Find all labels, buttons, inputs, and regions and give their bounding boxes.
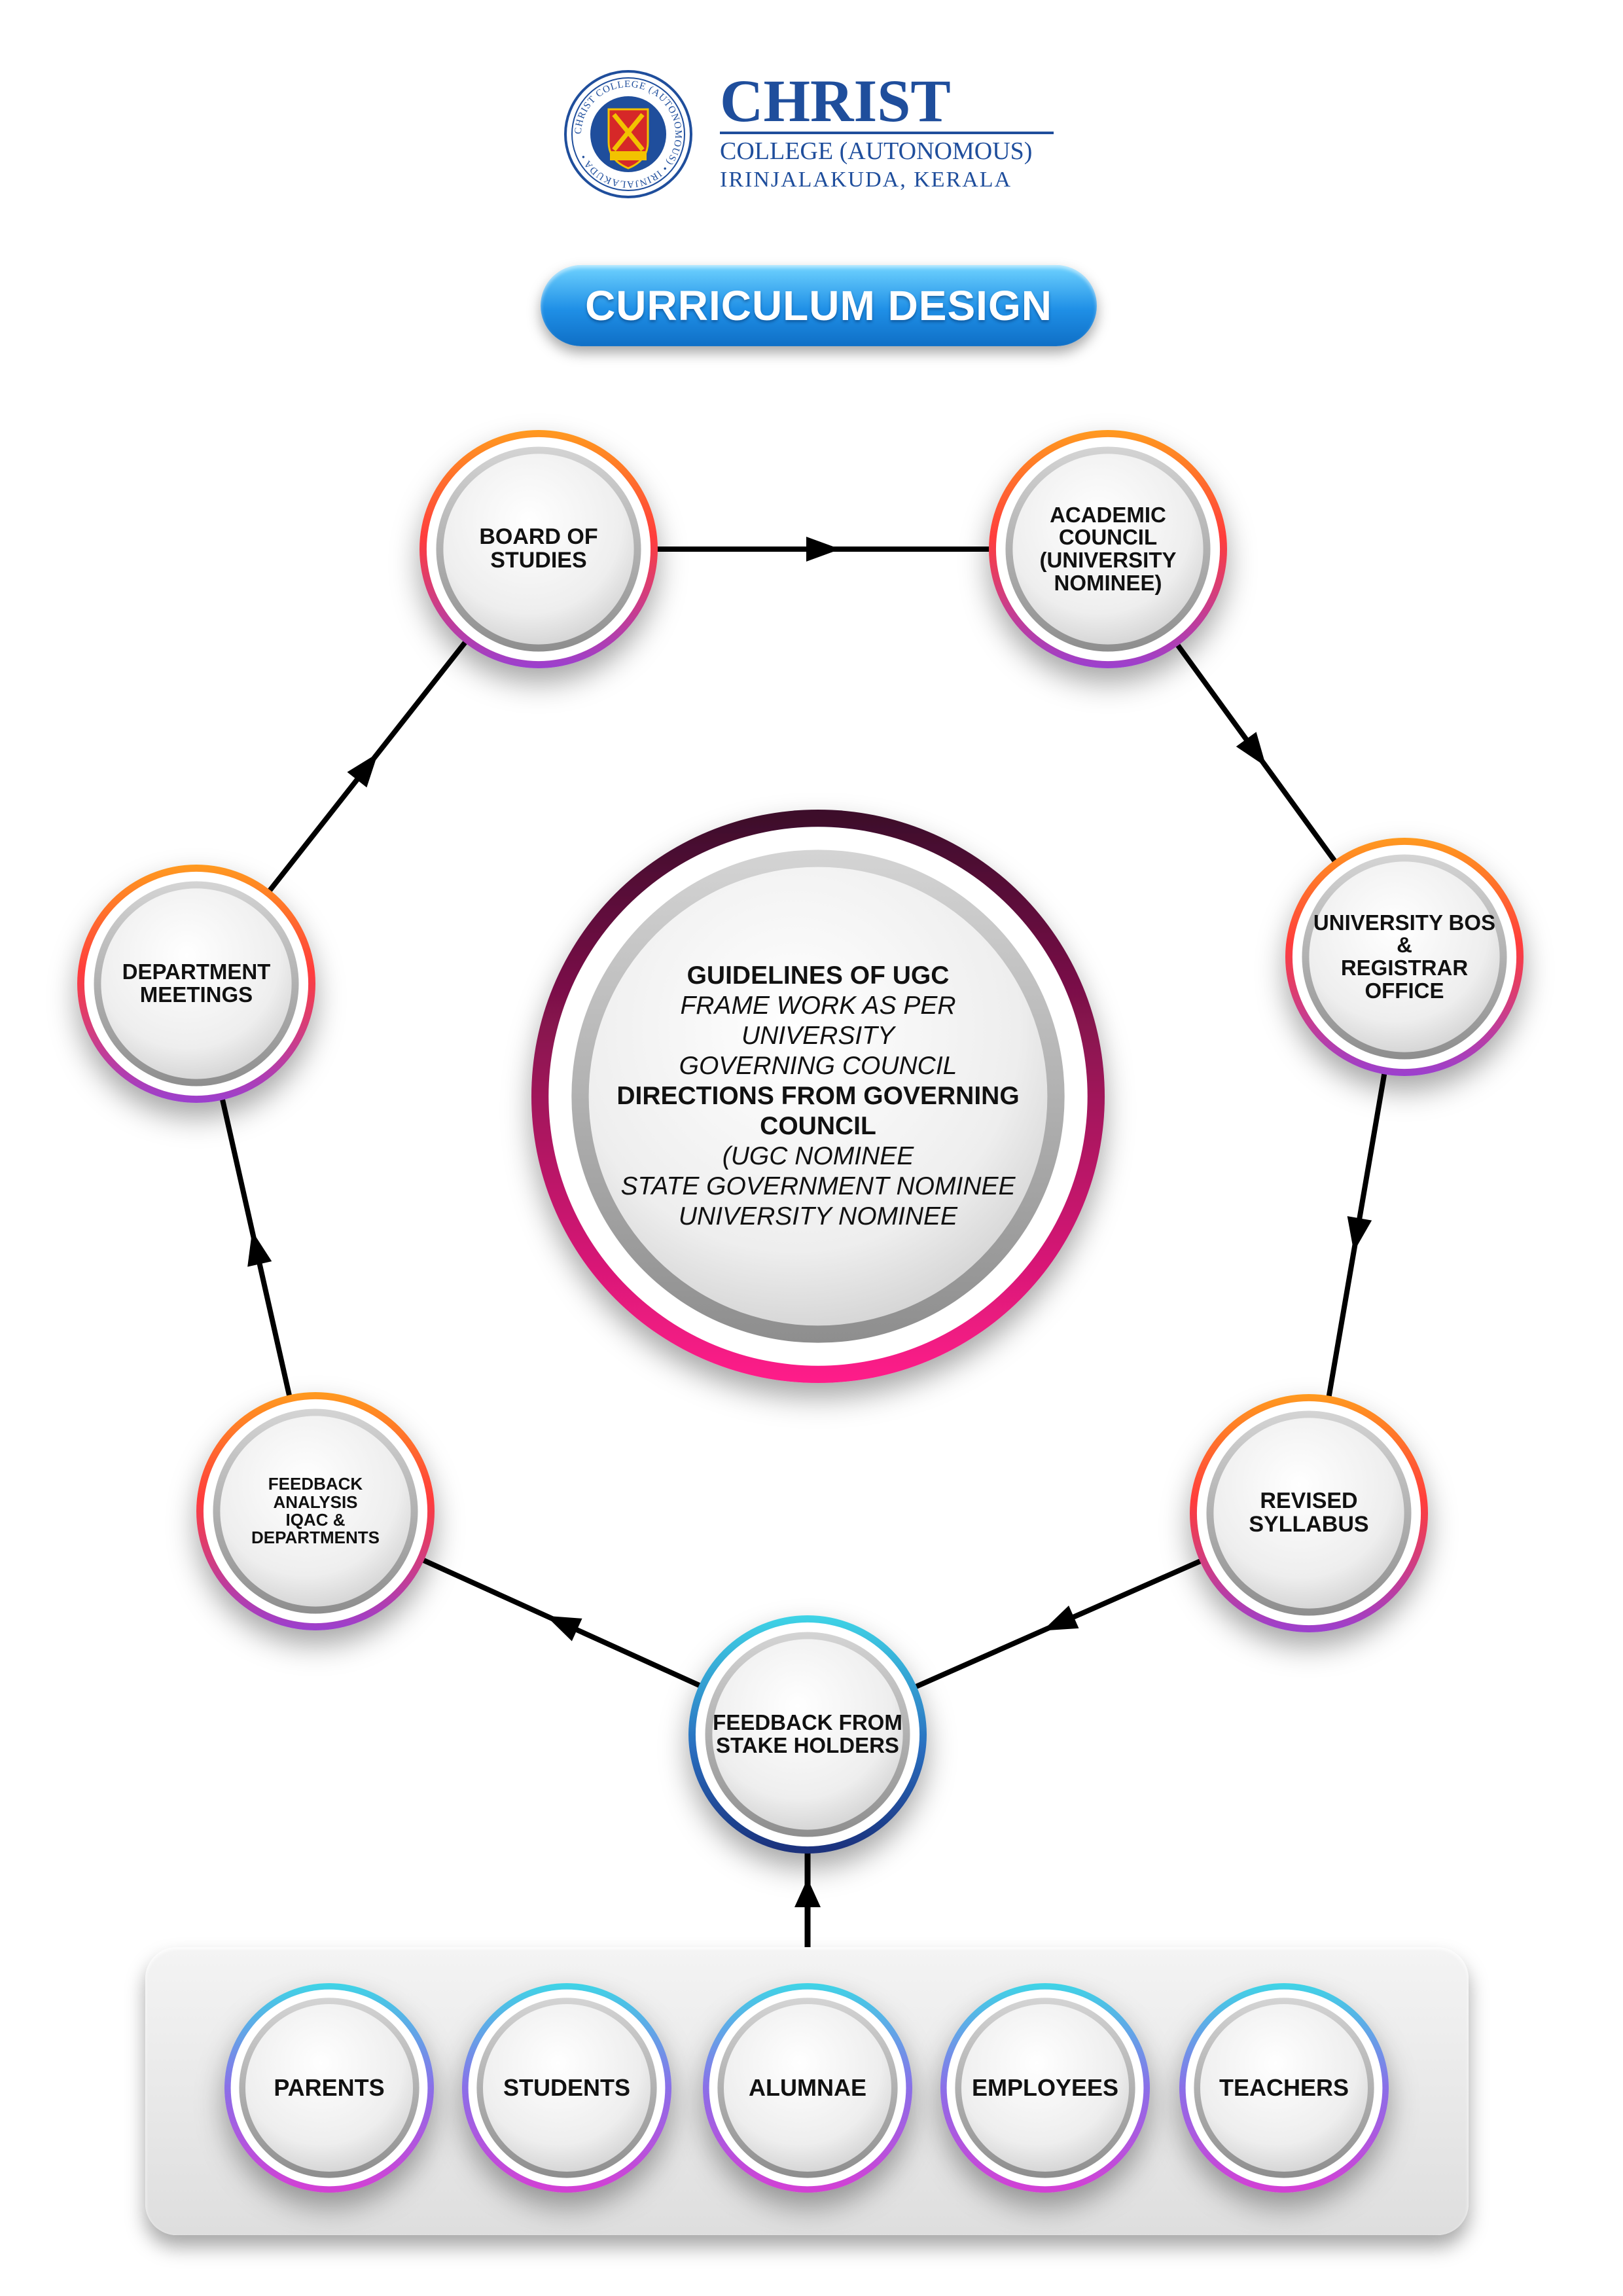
node-ring-dept <box>77 865 315 1103</box>
stakeholder-ring-alumnae <box>703 1983 912 2193</box>
node-ring-feedback-analysis <box>196 1392 435 1630</box>
stakeholder-label: ALUMNAE <box>749 2074 866 2102</box>
stakeholder-parents: PARENTS <box>245 2004 413 2172</box>
node-feedback-analysis-line: IQAC & <box>285 1509 346 1530</box>
college-name: CHRIST <box>720 69 951 134</box>
college-location: IRINJALAKUDA, KERALA <box>720 168 1012 192</box>
node-academic-line: (UNIVERSITY <box>1039 547 1177 572</box>
node-dept-line: MEETINGS <box>139 982 253 1007</box>
node-board-line: BOARD OF <box>479 524 598 550</box>
center-line: COUNCIL <box>760 1112 876 1140</box>
cycle-arrows <box>219 537 1388 1947</box>
stakeholder-label: STUDENTS <box>503 2074 630 2102</box>
node-revised-line: SYLLABUS <box>1249 1511 1369 1537</box>
center-line: UNIVERSITY NOMINEE <box>678 1202 958 1231</box>
node-ring-revised <box>1190 1394 1428 1632</box>
node-board-line: STUDIES <box>490 547 587 573</box>
node-feedback-stake-line: FEEDBACK FROM <box>713 1710 902 1735</box>
stakeholder-ring-students <box>462 1983 671 2193</box>
center-line: GOVERNING COUNCIL <box>679 1051 957 1080</box>
stakeholder-alumnae: ALUMNAE <box>724 2004 891 2172</box>
arrow-dept-to-board-arrowhead-icon <box>347 753 378 788</box>
page-title: CURRICULUM DESIGN <box>585 282 1052 329</box>
stakeholder-ring-parents <box>224 1983 434 2193</box>
center-line: FRAME WORK AS PER <box>680 991 956 1020</box>
college-subtitle: COLLEGE (AUTONOMOUS) <box>720 137 1032 165</box>
node-ring-bos <box>1285 838 1524 1076</box>
node-rings <box>77 430 1524 2193</box>
node-academic-line: ACADEMIC <box>1050 502 1166 527</box>
center-ring <box>531 810 1105 1383</box>
college-logo: CHRIST COLLEGE (AUTONOMOUS) • IRINJALAKU… <box>563 67 1060 200</box>
node-feedback-analysis-line: DEPARTMENTS <box>251 1528 380 1548</box>
node-feedback-analysis-line: ANALYSIS <box>273 1492 358 1512</box>
node-academic-line: NOMINEE) <box>1054 570 1162 595</box>
title-banner: CURRICULUM DESIGN <box>541 265 1097 346</box>
stakeholder-label: PARENTS <box>274 2074 385 2102</box>
node-bos-line: OFFICE <box>1364 978 1444 1003</box>
node-academic-line: COUNCIL <box>1058 525 1158 550</box>
center-line: STATE GOVERNMENT NOMINEE <box>620 1172 1016 1201</box>
node-feedback-stake-line: STAKE HOLDERS <box>716 1732 899 1757</box>
node-ring-academic <box>989 430 1227 668</box>
stakeholder-teachers: TEACHERS <box>1200 2004 1368 2172</box>
center-line: GUIDELINES OF UGC <box>687 961 950 990</box>
center-line: (UGC NOMINEE <box>722 1142 914 1171</box>
arrow-feedback-analysis-to-dept-arrowhead-icon <box>247 1230 272 1267</box>
center-line: DIRECTIONS FROM GOVERNING <box>616 1081 1020 1110</box>
stakeholder-students: STUDENTS <box>483 2004 651 2172</box>
node-bos-line: REGISTRAR <box>1340 955 1469 980</box>
arrow-revised-to-feedback-stake-arrowhead-icon <box>1043 1605 1079 1631</box>
center-line: UNIVERSITY <box>741 1021 895 1050</box>
stakeholder-label: TEACHERS <box>1219 2074 1349 2102</box>
college-seal-icon: CHRIST COLLEGE (AUTONOMOUS) • IRINJALAKU… <box>564 67 1054 198</box>
arrow-stakeholders-arrowhead-icon <box>794 1878 821 1907</box>
stakeholder-ring-employees <box>940 1983 1150 2193</box>
node-ring-feedback-stake <box>688 1615 927 1854</box>
node-dept-line: DEPARTMENT <box>122 960 271 984</box>
stakeholder-label: EMPLOYEES <box>971 2074 1119 2102</box>
arrow-board-to-academic-arrowhead-icon <box>806 537 840 562</box>
node-ring-board <box>419 430 658 668</box>
arrow-feedback-stake-to-feedback-analysis-arrowhead-icon <box>546 1615 582 1641</box>
arrow-bos-to-revised-arrowhead-icon <box>1347 1216 1372 1252</box>
node-bos-line: UNIVERSITY BOS & <box>1313 910 1496 958</box>
node-feedback-analysis-line: FEEDBACK <box>268 1474 363 1494</box>
stakeholder-ring-teachers <box>1179 1983 1389 2193</box>
stakeholder-employees: EMPLOYEES <box>961 2004 1129 2172</box>
arrow-academic-to-bos-arrowhead-icon <box>1236 732 1266 767</box>
node-revised-line: REVISED <box>1260 1488 1358 1514</box>
